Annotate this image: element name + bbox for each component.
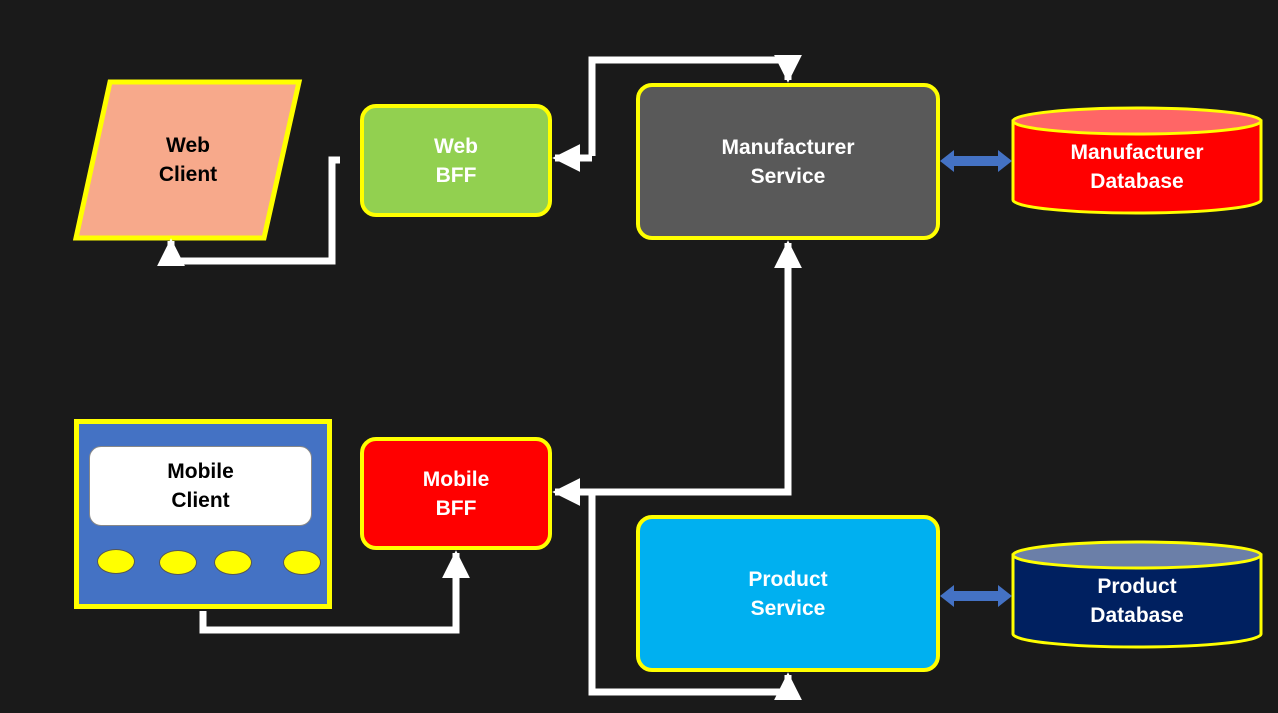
connector-web-bff-to-manufacturer-service: [588, 54, 802, 156]
connector-mobile-client-to-mobile-bff: [199, 550, 470, 634]
double-arrow-product-db: [940, 585, 1012, 607]
product-service-node[interactable]: Product Service: [636, 515, 940, 672]
web-bff-node[interactable]: Web BFF: [360, 104, 552, 217]
mobile-button: [214, 550, 252, 575]
mobile-button: [159, 550, 197, 575]
mobile-client-screen: Mobile Client: [89, 446, 312, 526]
connector-mobile-bff-to-manufacturer-service: [592, 240, 802, 496]
manufacturer-database-shape: [1011, 106, 1263, 215]
manufacturer-database-label: Manufacturer Database: [1070, 141, 1204, 193]
connector-web-bff-to-web-client: [157, 156, 340, 267]
manufacturer-service-label: Manufacturer Service: [721, 135, 855, 188]
web-bff-label: Web BFF: [434, 134, 478, 187]
web-client-label: Web Client: [158, 134, 218, 186]
connector-mobile-bff-to-product-service: [588, 492, 802, 701]
mobile-button: [283, 550, 321, 575]
mobile-bff-node[interactable]: Mobile BFF: [360, 437, 552, 550]
mobile-client-label: Mobile Client: [167, 460, 234, 512]
double-arrow-manufacturer-db: [940, 150, 1012, 172]
product-service-label: Product Service: [748, 567, 828, 620]
product-database-label: Product Database: [1090, 575, 1184, 627]
mobile-bff-label: Mobile BFF: [422, 467, 490, 520]
mobile-button: [97, 549, 135, 574]
manufacturer-service-node[interactable]: Manufacturer Service: [636, 83, 940, 240]
web-client-shape: [72, 79, 303, 241]
product-database-shape: [1011, 540, 1263, 649]
